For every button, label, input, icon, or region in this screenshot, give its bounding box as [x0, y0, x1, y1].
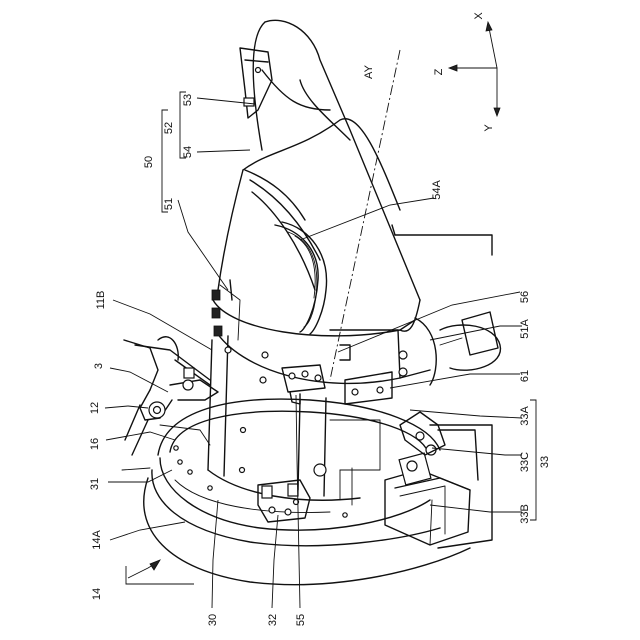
label-16: 16	[89, 438, 101, 450]
label-3: 3	[93, 363, 105, 369]
clamp-assembly-3	[124, 337, 218, 455]
bracket-32	[258, 480, 310, 522]
leader-lines	[105, 98, 522, 608]
axis-label-ay: AY	[363, 64, 375, 79]
label-33: 33	[539, 456, 551, 468]
label-55: 55	[295, 614, 307, 626]
arrow-14	[150, 560, 160, 570]
label-56: 56	[519, 291, 531, 303]
label-50: 50	[143, 156, 155, 168]
label-14: 14	[91, 588, 103, 600]
label-14A: 14A	[91, 530, 103, 550]
label-33A: 33A	[519, 406, 531, 426]
label-30: 30	[207, 614, 219, 626]
x-axis-arrow	[486, 22, 492, 31]
guide-groove-54A	[275, 222, 327, 334]
axis-label-z: Z	[433, 68, 445, 75]
axis-label-x: X	[473, 12, 485, 20]
label-33C: 33C	[519, 452, 531, 472]
background-frame	[392, 225, 492, 548]
label-54: 54	[182, 146, 194, 158]
axis-label-y: Y	[483, 124, 495, 132]
label-32: 32	[267, 614, 279, 626]
y-axis-arrow	[494, 108, 500, 116]
upper-body-52	[218, 20, 420, 331]
label-51A: 51A	[519, 319, 531, 339]
z-axis-arrow	[449, 65, 457, 71]
label-61: 61	[519, 370, 531, 382]
x-axis-line	[489, 28, 497, 68]
label-11B: 11B	[95, 291, 107, 310]
label-54A: 54A	[431, 180, 443, 200]
label-51: 51	[163, 198, 175, 210]
cylinder-body-30	[208, 336, 380, 505]
label-33B: 33B	[519, 504, 531, 524]
bracket-14	[126, 566, 194, 584]
roller-51A	[440, 312, 500, 370]
label-52: 52	[163, 122, 175, 134]
coordinate-axes	[449, 22, 500, 116]
label-53: 53	[182, 94, 194, 106]
actuator-33	[385, 412, 478, 545]
label-31: 31	[89, 478, 101, 490]
label-12: 12	[89, 402, 101, 414]
sensor-block-56	[282, 345, 350, 404]
